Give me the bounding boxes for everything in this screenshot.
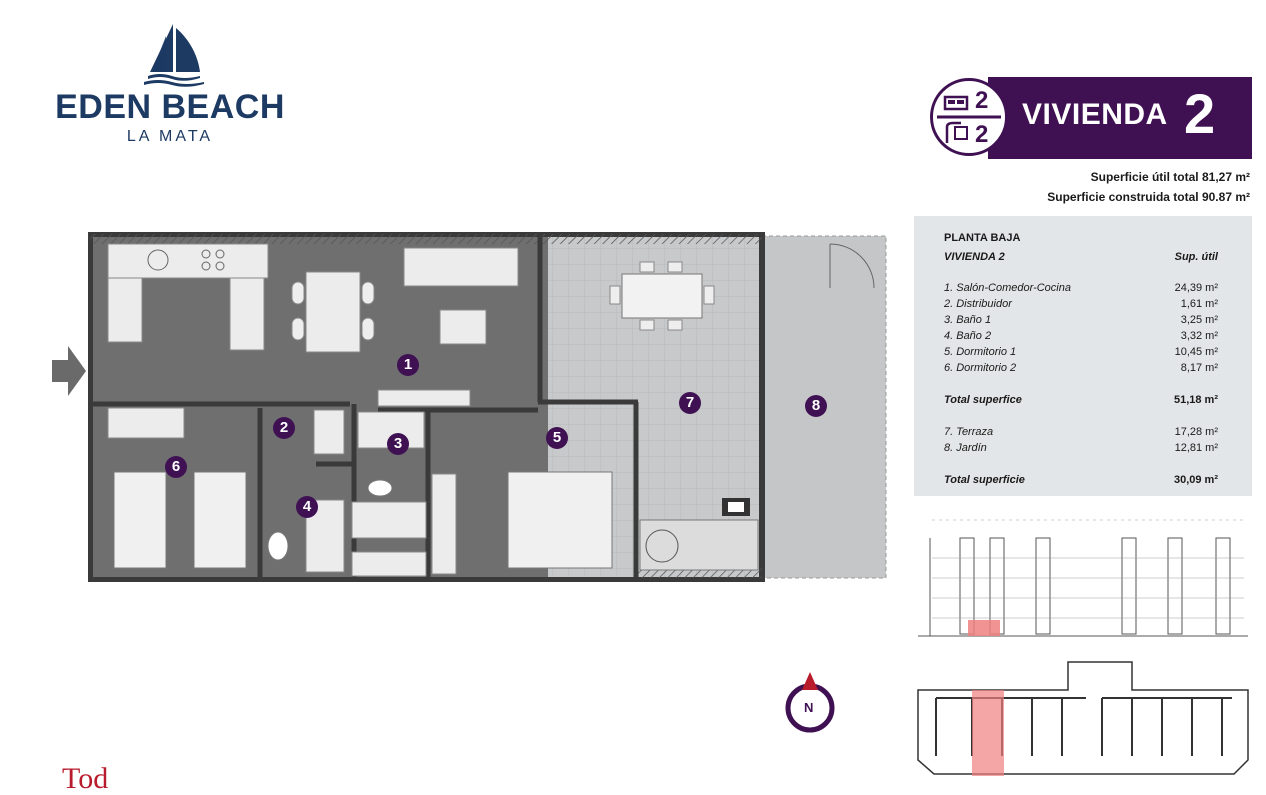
room-marker: 4 [296,496,318,518]
sailboat-icon [144,24,204,87]
useful-surface: Superficie útil total 81,27 m² [1090,170,1250,184]
shower-icon [945,121,968,143]
site-key-plan [916,660,1252,778]
compass-letter: N [804,700,814,715]
room-marker: 8 [805,395,827,417]
outdoor-label: 7. Terraza [944,426,994,438]
room-marker: 5 [546,427,568,449]
outdoor-value: 17,28 m² [1174,426,1218,438]
room-marker: 2 [273,417,295,439]
outdoor-label: 8. Jardín [944,442,987,454]
brand-subtitle: LA MATA [126,128,214,145]
room-value: 8,17 m² [1180,362,1218,374]
room-value: 3,32 m² [1180,330,1218,342]
floor-plan: 1 2 3 4 5 6 7 8 [87,231,888,583]
footer-text: Tod [62,762,109,795]
unit-badge [988,77,1252,159]
room-marker: 7 [679,392,701,414]
room-marker: 6 [165,456,187,478]
logo [40,20,300,160]
room-marker: 1 [397,354,419,376]
highlighted-unit [968,620,1000,636]
compass-icon: N [778,672,842,741]
unit-number: 2 [1184,82,1216,145]
outdoor-value: 12,81 m² [1174,442,1218,454]
room-label: 4. Baño 2 [944,330,992,342]
bedrooms-count: 2 [975,87,989,114]
room-label: 5. Dormitorio 1 [944,346,1017,358]
room-label: 3. Baño 1 [944,314,992,326]
entrance-arrow-icon [52,346,86,401]
rooms-badge: 2 2 [930,78,1008,156]
building-elevation [914,512,1252,644]
total-value: 51,18 m² [1173,394,1218,406]
column-header: Sup. útil [1174,251,1218,263]
room-value: 24,39 m² [1174,282,1218,294]
unit-label: VIVIENDA 2 [944,251,1005,263]
floor-label: PLANTA BAJA [944,232,1021,244]
room-label: 2. Distribuidor [944,298,1012,310]
room-marker: 3 [387,433,409,455]
bed-icon [943,95,969,111]
total-outdoor-value: 30,09 m² [1173,474,1218,486]
brand-name: EDEN BEACH [55,88,285,126]
surface-table: PLANTA BAJA VIVIENDA 2 Sup. útil 1. Saló… [914,216,1252,496]
highlighted-unit [972,690,1004,776]
bathrooms-count: 2 [975,121,989,148]
room-label: 6. Dormitorio 2 [944,362,1017,374]
room-label: 1. Salón-Comedor-Cocina [944,282,1071,294]
total-outdoor-label: Total superficie [944,474,1025,486]
room-value: 1,61 m² [1180,298,1218,310]
built-surface: Superficie construida total 90.87 m² [1047,190,1250,204]
unit-title: VIVIENDA [1022,98,1168,131]
room-value: 3,25 m² [1180,314,1218,326]
total-label: Total superfice [944,394,1022,406]
room-value: 10,45 m² [1174,346,1218,358]
